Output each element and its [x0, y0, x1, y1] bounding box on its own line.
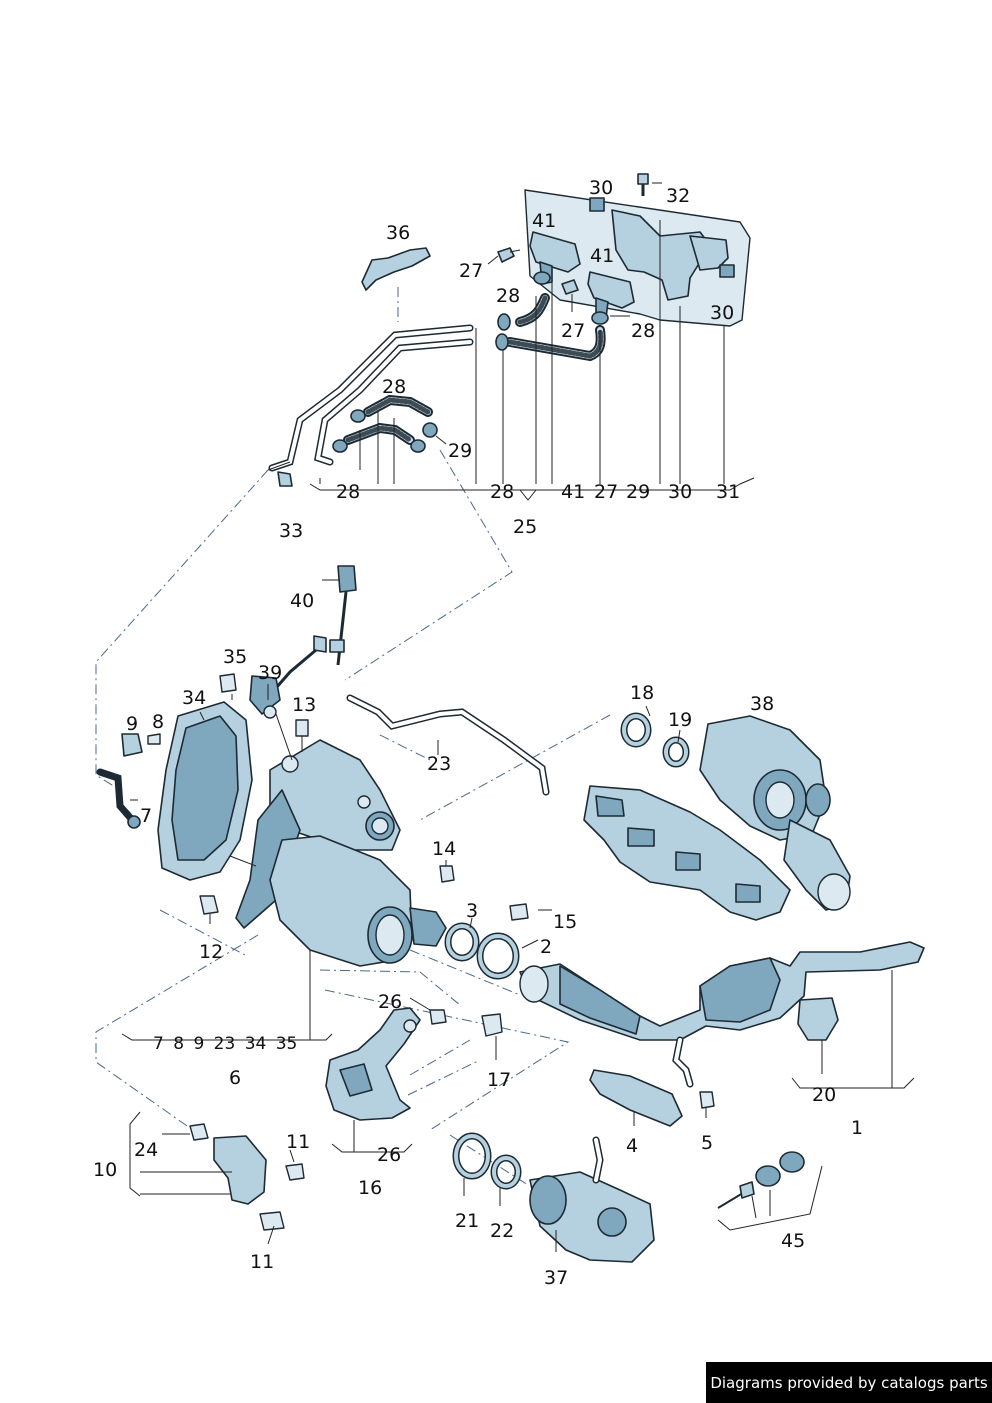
heat-shield-plate: [524, 189, 751, 327]
callout-37: 37: [544, 1267, 569, 1289]
callout-36: 36: [386, 222, 411, 244]
callout-11-upper: 11: [286, 1131, 311, 1153]
reference-dash-lines: [95, 231, 611, 1186]
clip-30-right: [719, 264, 735, 278]
callout-4: 4: [626, 1135, 639, 1157]
group25-28b: 28: [490, 481, 515, 503]
sensor-39: [249, 635, 327, 719]
callout-24: 24: [134, 1139, 159, 1161]
group25-28a: 28: [336, 481, 361, 503]
bolts-upper: [497, 173, 649, 295]
bracket-10: [189, 1123, 305, 1231]
callout-34: 34: [182, 687, 207, 709]
callout-18: 18: [630, 682, 655, 704]
callout-17: 17: [487, 1069, 512, 1091]
callout-10: 10: [93, 1159, 118, 1181]
callout-30-right: 30: [710, 302, 735, 324]
callout-23: 23: [427, 753, 452, 775]
callout-26-upper: 26: [378, 991, 403, 1013]
clip-30-top: [589, 197, 605, 212]
hose-clamps: [332, 271, 609, 453]
gasket-4: [589, 1069, 683, 1127]
callout-16: 16: [358, 1177, 383, 1199]
callout-7: 7: [140, 805, 153, 827]
callout-38: 38: [750, 693, 775, 715]
callout-39: 39: [258, 662, 283, 684]
egr-cooler-37: [529, 1136, 655, 1263]
bolt-5: [699, 1091, 715, 1109]
callout-15: 15: [553, 911, 578, 933]
bracket-assembly-16: [325, 1007, 503, 1121]
callout-3: 3: [466, 900, 479, 922]
callout-28-right: 28: [631, 320, 656, 342]
bolt-14: [439, 865, 455, 883]
callout-33: 33: [279, 520, 304, 542]
callout-45: 45: [781, 1230, 806, 1252]
callout-8: 8: [152, 711, 165, 733]
callout-22: 22: [490, 1220, 515, 1242]
callout-32: 32: [666, 185, 691, 207]
exhaust-pipe-1: [519, 941, 925, 1088]
bolt-12: [199, 895, 219, 915]
callout-27-mid: 27: [561, 320, 586, 342]
group25-31: 31: [716, 481, 741, 503]
callout-29-hose: 29: [448, 440, 473, 462]
vacuum-hoses: [268, 293, 606, 472]
callout-14: 14: [432, 838, 457, 860]
bolt-13: [295, 719, 309, 737]
callout-12: 12: [199, 941, 224, 963]
bolt-15: [509, 903, 529, 921]
callout-28-upper: 28: [496, 285, 521, 307]
bracket-20: [797, 997, 839, 1041]
callout-40: 40: [290, 590, 315, 612]
callout-11-lower: 11: [250, 1251, 275, 1273]
callout-5: 5: [701, 1132, 714, 1154]
callout-9: 9: [126, 713, 139, 735]
leader-lines: [121, 182, 915, 1252]
callout-30-top: 30: [589, 177, 614, 199]
footer-banner: Diagrams provided by catalogs parts: [706, 1362, 992, 1403]
bolt-8: [147, 733, 161, 745]
group25-29: 29: [626, 481, 651, 503]
callout-21: 21: [455, 1210, 480, 1232]
group25-30: 30: [668, 481, 693, 503]
callout-25: 25: [513, 516, 538, 538]
group6-members: 7 8 9 23 34 35: [153, 1034, 298, 1054]
callout-28-hose: 28: [382, 376, 407, 398]
catalytic-converter-6: [235, 739, 447, 967]
clips-45: [717, 1151, 805, 1209]
pipe-7: [96, 768, 138, 826]
bracket-9: [121, 733, 143, 757]
callout-27-left: 27: [459, 260, 484, 282]
sensor-40: [329, 565, 357, 666]
callout-20: 20: [812, 1084, 837, 1106]
callout-1: 1: [851, 1117, 864, 1139]
callout-41-left: 41: [532, 210, 557, 232]
hose-bracket-36: [361, 247, 431, 291]
callout-13: 13: [292, 694, 317, 716]
group25-27: 27: [594, 481, 619, 503]
callout-41-right: 41: [590, 245, 615, 267]
callout-26-lower: 26: [377, 1144, 402, 1166]
callout-35: 35: [223, 646, 248, 668]
turbocharger-38: [583, 715, 851, 921]
bolt-35: [219, 673, 237, 693]
group25-41: 41: [561, 481, 586, 503]
callout-2: 2: [540, 936, 553, 958]
callout-6: 6: [229, 1067, 242, 1089]
bolt-33: [277, 471, 293, 487]
callout-19: 19: [668, 709, 693, 731]
footer-text: Diagrams provided by catalogs parts: [710, 1373, 988, 1392]
